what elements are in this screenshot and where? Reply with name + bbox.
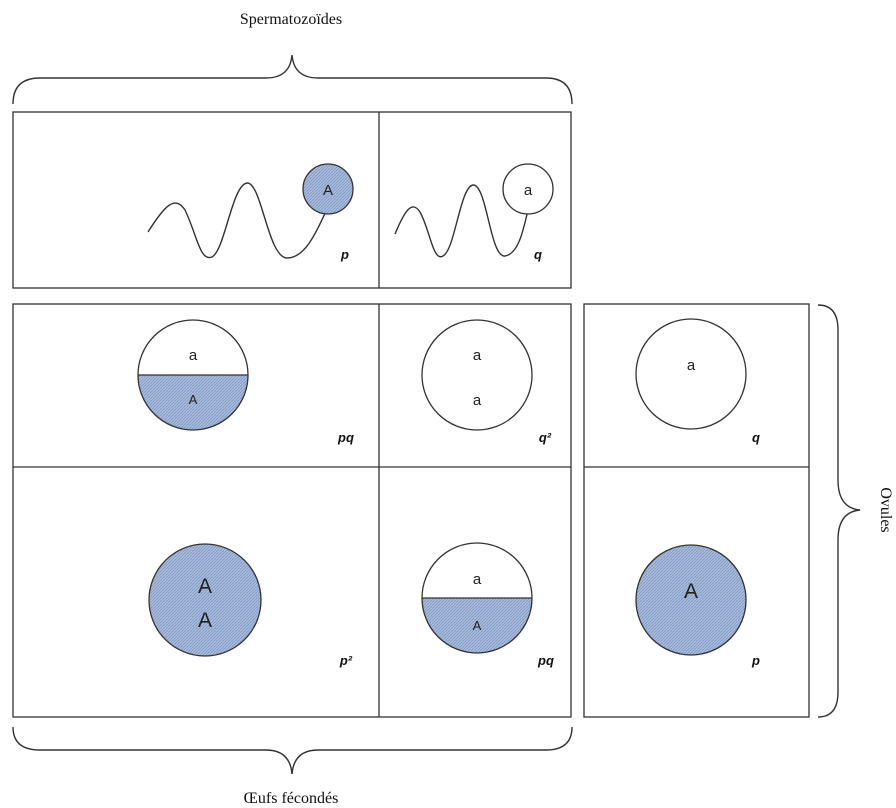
allele-dominant: A (473, 618, 482, 633)
sperm-frequency-recessive: q (534, 247, 542, 262)
fertilized-eggs-label: Œufs fécondés (244, 790, 339, 807)
allele-second: a (473, 392, 482, 409)
sperm-box (12, 111, 572, 289)
allele-first: A (198, 575, 212, 598)
sperm-tail (147, 182, 329, 259)
sperm-label: Spermatozoïdes (240, 11, 342, 28)
ovum-frequency: q (752, 430, 760, 445)
ovum-allele: A (684, 580, 698, 603)
ova-box (583, 303, 810, 718)
sperm-allele-recessive: a (524, 182, 533, 199)
sperm-recessive: a q (394, 163, 554, 262)
zygote-frequency: pq (537, 653, 554, 668)
zygote-frequency: pq (337, 430, 354, 445)
zygote-grid (12, 303, 572, 718)
sperm-head-recessive (502, 163, 554, 215)
allele-recessive: a (189, 347, 198, 364)
bottom-brace (12, 726, 573, 775)
allele-second: A (198, 609, 212, 632)
zygote-circle (421, 319, 533, 431)
zygote-homozygous-dominant: A A p² (148, 543, 353, 668)
zygote-heterozygous-bottom: a A pq (421, 542, 554, 668)
sperm-tail (394, 184, 529, 258)
top-brace (12, 54, 573, 105)
ovum-allele: a (687, 357, 696, 374)
sperm-dominant: A p (147, 163, 354, 262)
ovum-dominant: A p (635, 544, 760, 668)
ovum-recessive: a q (635, 318, 760, 445)
zygote-circle (148, 543, 262, 657)
allele-dominant: A (189, 392, 198, 407)
right-brace (817, 304, 861, 718)
zygote-frequency: p² (339, 653, 353, 668)
zygote-heterozygous-top: a A pq (137, 319, 354, 445)
sperm-head-dominant (302, 163, 354, 215)
allele-first: a (473, 347, 482, 364)
zygote-homozygous-recessive: a a q² (421, 319, 552, 445)
sperm-frequency-dominant: p (340, 247, 349, 262)
ovum-frequency: p (751, 653, 760, 668)
ova-label: Ovules (877, 487, 894, 532)
zygote-frequency: q² (539, 430, 552, 445)
sperm-allele-dominant: A (323, 182, 333, 199)
ovum-circle (635, 318, 747, 430)
ovum-circle (635, 544, 747, 656)
allele-recessive: a (473, 571, 482, 588)
